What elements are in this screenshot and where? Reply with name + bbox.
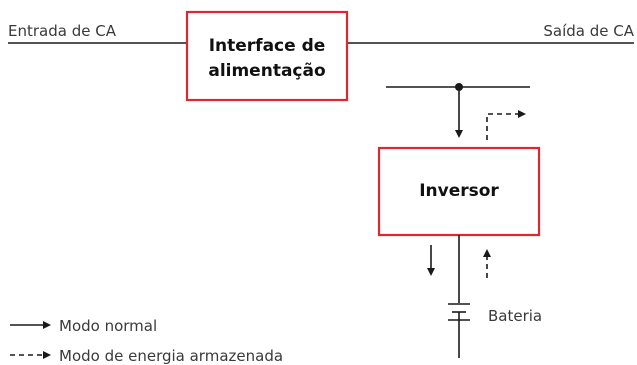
bus-junction-dot — [455, 83, 463, 91]
ac-output-label: Saída de CA — [543, 22, 634, 40]
power-interface-box — [185, 10, 349, 102]
inverter-title: Inversor — [419, 181, 499, 201]
legend-stored-mode-label: Modo de energia armazenada — [59, 347, 283, 365]
power-interface-title-line1: Interface de — [209, 36, 326, 56]
legend: Modo normal Modo de energia armazenada — [10, 317, 283, 365]
legend-normal-mode-label: Modo normal — [59, 317, 157, 335]
ac-input-label: Entrada de CA — [8, 22, 117, 40]
battery-icon — [448, 303, 470, 358]
power-interface-title-line2: alimentação — [208, 61, 325, 81]
battery-label: Bateria — [488, 307, 542, 325]
inverter-box — [377, 146, 541, 237]
stored-mode-arrow-from-inverter — [486, 110, 526, 140]
